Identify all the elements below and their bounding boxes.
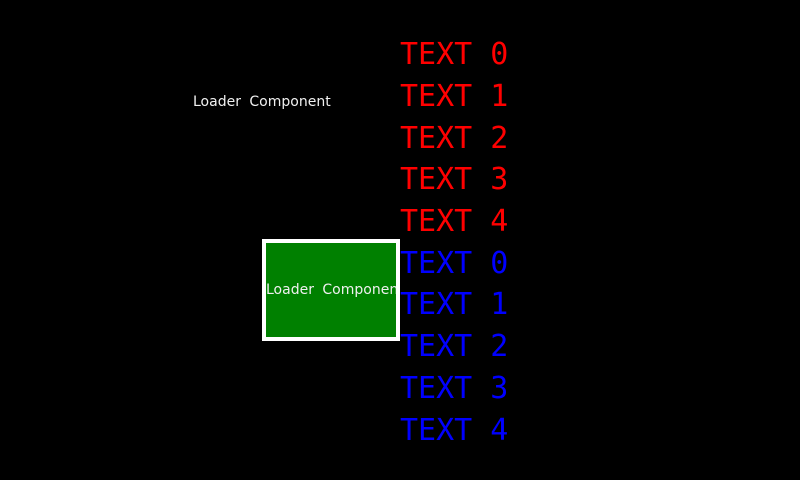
text-label-red-1: TEXT 1	[400, 79, 509, 115]
text-label-blue-1: TEXT 1	[400, 287, 509, 323]
text-label-blue-2: TEXT 2	[400, 329, 509, 365]
loader-component-box-label: Loader Component	[266, 282, 400, 298]
text-label-red-3: TEXT 3	[400, 162, 509, 198]
text-label-blue-4: TEXT 4	[400, 412, 509, 448]
text-list: TEXT 0 TEXT 1 TEXT 2 TEXT 3 TEXT 4 TEXT …	[400, 34, 508, 451]
text-label-red-4: TEXT 4	[400, 204, 509, 240]
text-label-red-2: TEXT 2	[400, 120, 509, 156]
text-label-blue-0: TEXT 0	[400, 245, 509, 281]
text-label-red-0: TEXT 0	[400, 37, 509, 73]
loader-component-label: Loader Component	[193, 94, 331, 110]
loader-component-box[interactable]: Loader Component	[262, 239, 400, 341]
text-label-blue-3: TEXT 3	[400, 370, 509, 406]
